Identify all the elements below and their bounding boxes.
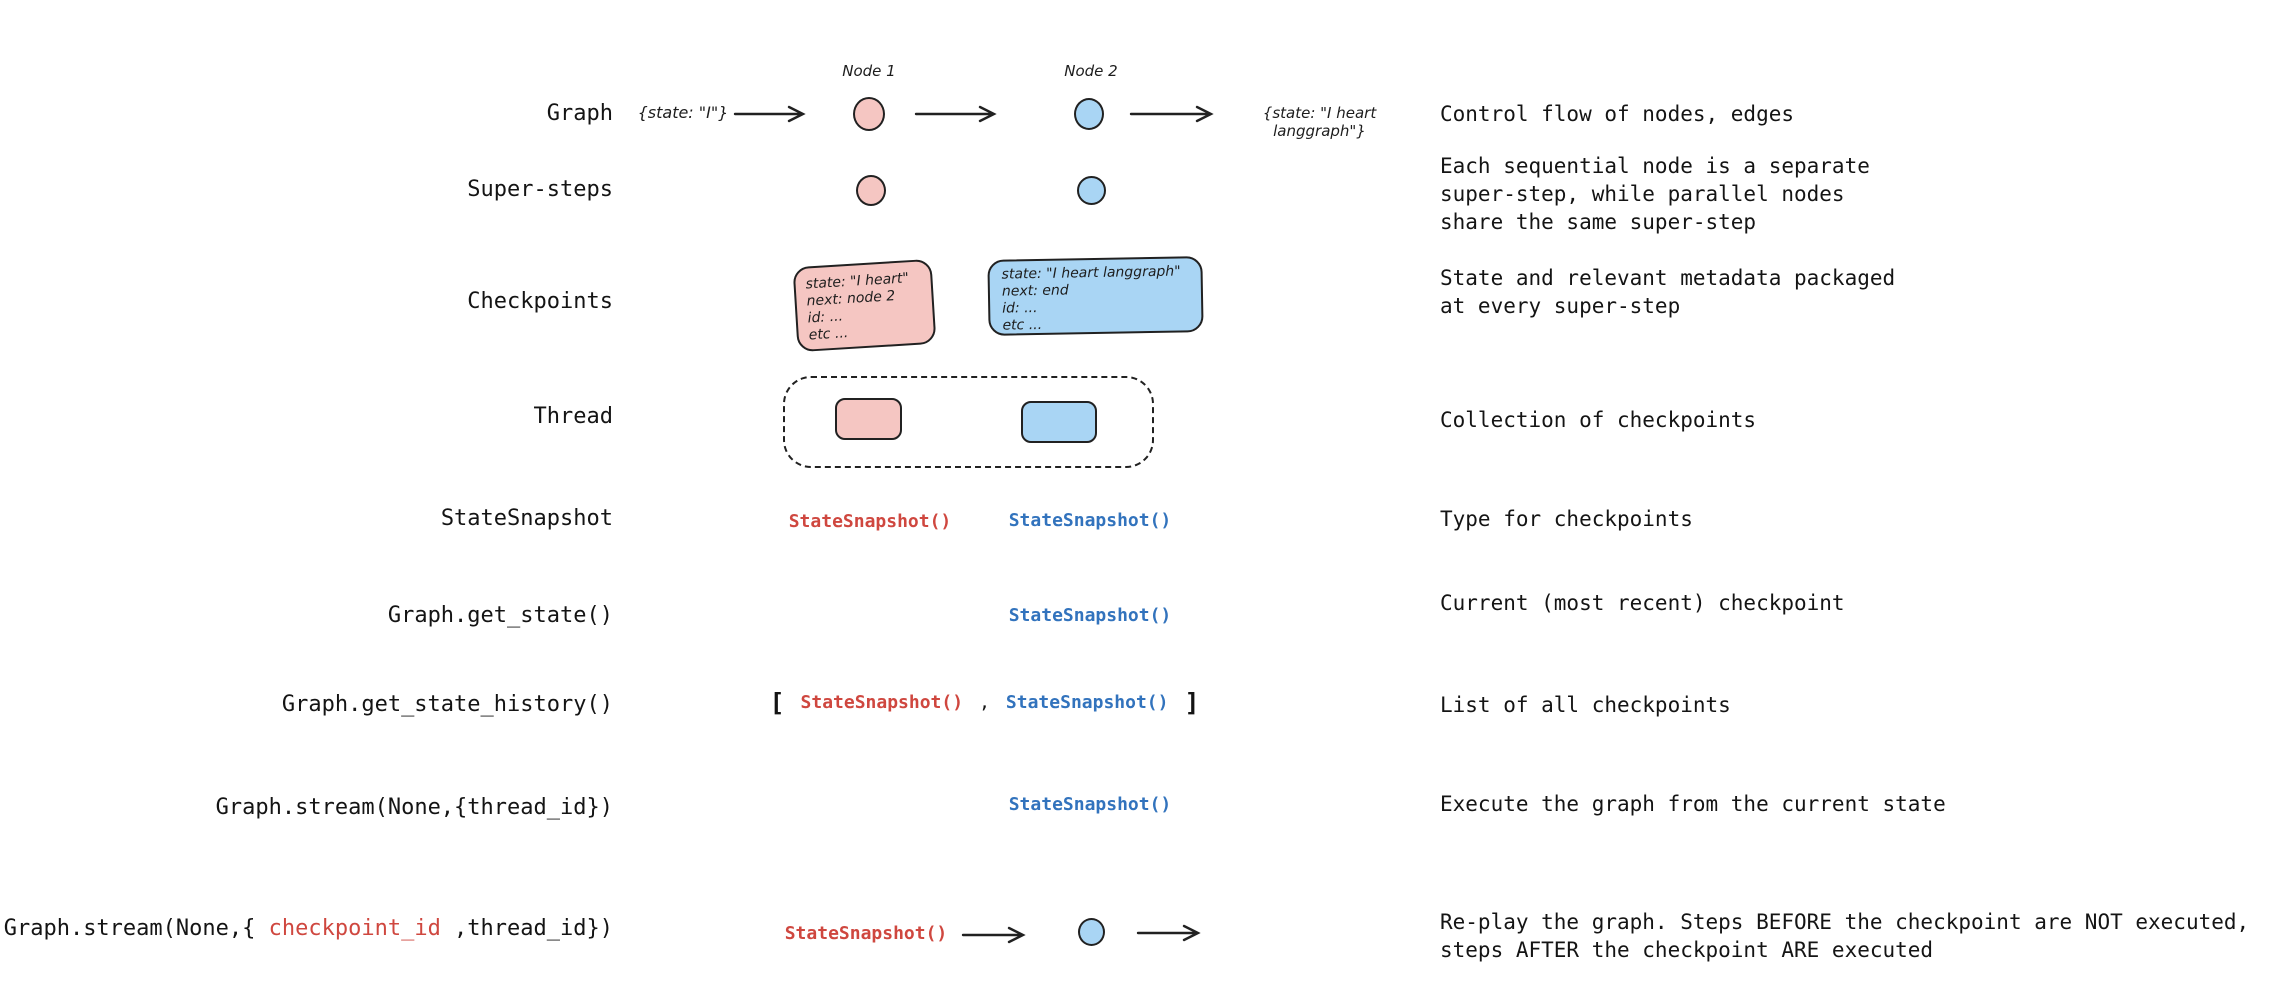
- graph-node2-circle: [1074, 98, 1104, 130]
- history-snapshot-blue: StateSnapshot(): [1005, 692, 1169, 713]
- snapshot-list: [ StateSnapshot() , StateSnapshot() ]: [742, 688, 1227, 717]
- state-snapshot-blue: StateSnapshot(): [1008, 510, 1172, 531]
- checkpoint-box-pink: state: "I heart" next: node 2 id: ... et…: [792, 258, 937, 353]
- node2-annotation: Node 2: [1064, 62, 1118, 80]
- label-suffix: ,thread_id}): [440, 916, 613, 941]
- graph-input-state-annotation: {state: "I"}: [637, 103, 729, 122]
- replay-snapshot-red: StateSnapshot(): [784, 923, 948, 944]
- desc-graph: Control flow of nodes, edges: [1440, 102, 1795, 126]
- arrow-right-icon: [961, 926, 1026, 944]
- desc-stream-checkpoint: Re-play the graph. Steps BEFORE the chec…: [1440, 910, 2250, 962]
- row-label-super-steps: Super-steps: [467, 177, 613, 202]
- bracket-open: [: [769, 688, 785, 717]
- checkpoint-box-blue: state: "I heart langgraph" next: end id:…: [987, 256, 1204, 336]
- state-snapshot-red: StateSnapshot(): [788, 511, 952, 532]
- comma: ,: [979, 692, 990, 713]
- arrow-right-icon: [733, 105, 806, 123]
- desc-state-snapshot: Type for checkpoints: [1440, 507, 1693, 531]
- label-checkpoint-id: checkpoint_id: [268, 916, 441, 941]
- row-label-stream-thread: Graph.stream(None,{thread_id}): [215, 795, 613, 820]
- super-step-node2-circle: [1077, 176, 1106, 205]
- arrow-right-icon: [1129, 105, 1214, 123]
- thread-dashed-container: [783, 376, 1154, 468]
- graph-output-state-annotation: {state: "I heart langgraph"}: [1262, 104, 1377, 140]
- graph-node1-circle: [853, 97, 885, 131]
- row-label-state-snapshot: StateSnapshot: [440, 506, 613, 531]
- label-prefix: Graph.stream(None,{: [3, 916, 269, 941]
- row-label-get-state: Graph.get_state(): [387, 603, 613, 628]
- get-state-snapshot-blue: StateSnapshot(): [1008, 605, 1172, 626]
- super-step-node1-circle: [856, 175, 886, 206]
- desc-get-state: Current (most recent) checkpoint: [1440, 591, 1845, 615]
- thread-checkpoint-pink: [835, 398, 902, 440]
- arrow-right-icon: [1136, 924, 1201, 942]
- row-label-stream-checkpoint: Graph.stream(None,{ checkpoint_id ,threa…: [0, 915, 613, 943]
- history-snapshot-red: StateSnapshot(): [800, 692, 964, 713]
- replay-node-circle: [1078, 918, 1105, 946]
- desc-stream-thread: Execute the graph from the current state: [1440, 792, 1946, 816]
- node1-annotation: Node 1: [842, 62, 896, 80]
- bracket-close: ]: [1184, 688, 1200, 717]
- desc-thread: Collection of checkpoints: [1440, 408, 1757, 432]
- desc-checkpoints: State and relevant metadata packaged at …: [1440, 266, 1896, 318]
- row-label-graph: Graph: [546, 101, 613, 126]
- row-label-thread: Thread: [533, 404, 613, 429]
- thread-checkpoint-blue: [1021, 401, 1097, 443]
- row-label-checkpoints: Checkpoints: [467, 289, 613, 314]
- desc-get-state-history: List of all checkpoints: [1440, 693, 1731, 717]
- stream-snapshot-blue: StateSnapshot(): [1008, 794, 1172, 815]
- row-label-get-state-history: Graph.get_state_history(): [281, 692, 613, 717]
- arrow-right-icon: [914, 105, 997, 123]
- desc-super-steps: Each sequential node is a separate super…: [1440, 154, 1870, 234]
